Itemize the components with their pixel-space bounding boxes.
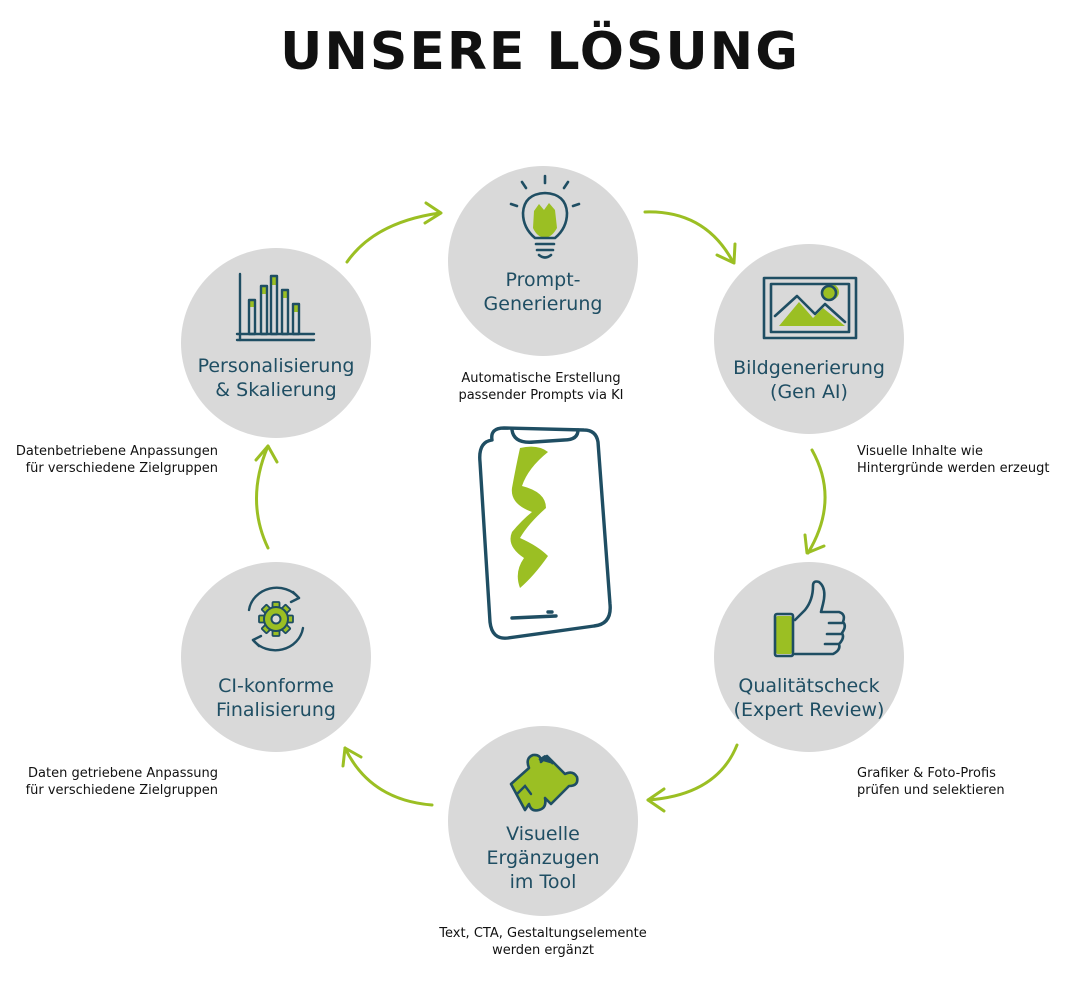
arrow-personalisierung-to-prompt xyxy=(345,201,443,264)
step-label: Visuelle Ergänzugen im Tool xyxy=(486,823,600,893)
step-label: Qualitätscheck (Expert Review) xyxy=(733,675,885,721)
arrow-bild-to-qualitaet xyxy=(803,448,827,555)
step-label: Personalisierung & Skalierung xyxy=(197,355,355,401)
step-label: Bildgenerierung (Gen AI) xyxy=(733,357,885,403)
image-frame-icon xyxy=(762,276,858,340)
gear-cycle-icon xyxy=(247,586,305,652)
lightbulb-icon xyxy=(509,174,581,259)
smartphone-icon xyxy=(478,426,612,640)
step-description-bild: Visuelle Inhalte wie Hintergründe werden… xyxy=(857,444,1050,476)
step-visuelle-ergaenzungen: Visuelle Ergänzugen im Tool xyxy=(448,726,638,916)
step-personalisierung-skalierung: Personalisierung & Skalierung xyxy=(181,248,371,438)
page-title: UNSERE LÖSUNG xyxy=(280,22,800,82)
puzzle-piece-icon xyxy=(509,753,579,812)
step-ci-konforme-finalisierung: CI-konforme Finalisierung xyxy=(181,562,371,752)
arrow-qualitaet-to-visuelle xyxy=(646,743,739,813)
step-description-personalisierung: Datenbetriebene Anpassungen für verschie… xyxy=(15,444,218,476)
step-description-ci: Daten getriebene Anpassung für verschied… xyxy=(25,766,218,798)
step-bildgenerierung: Bildgenerierung (Gen AI) xyxy=(714,244,904,434)
thumbs-up-icon xyxy=(773,580,847,658)
arrow-prompt-to-bild xyxy=(643,210,737,265)
arrow-visuelle-to-ci xyxy=(341,746,434,807)
step-label: CI-konforme Finalisierung xyxy=(216,675,336,721)
step-description-prompt: Automatische Erstellung passender Prompt… xyxy=(458,371,624,403)
step-label: Prompt- Generierung xyxy=(483,269,603,315)
bar-chart-icon xyxy=(235,272,316,342)
step-qualitaetscheck: Qualitätscheck (Expert Review) xyxy=(714,562,904,752)
step-description-visuelle: Text, CTA, Gestaltungselemente werden er… xyxy=(439,926,647,958)
step-description-qualitaet: Grafiker & Foto-Profis prüfen und selekt… xyxy=(857,766,1005,798)
step-prompt-generierung: Prompt- Generierung xyxy=(448,166,638,356)
arrow-ci-to-personalisierung xyxy=(254,444,279,550)
